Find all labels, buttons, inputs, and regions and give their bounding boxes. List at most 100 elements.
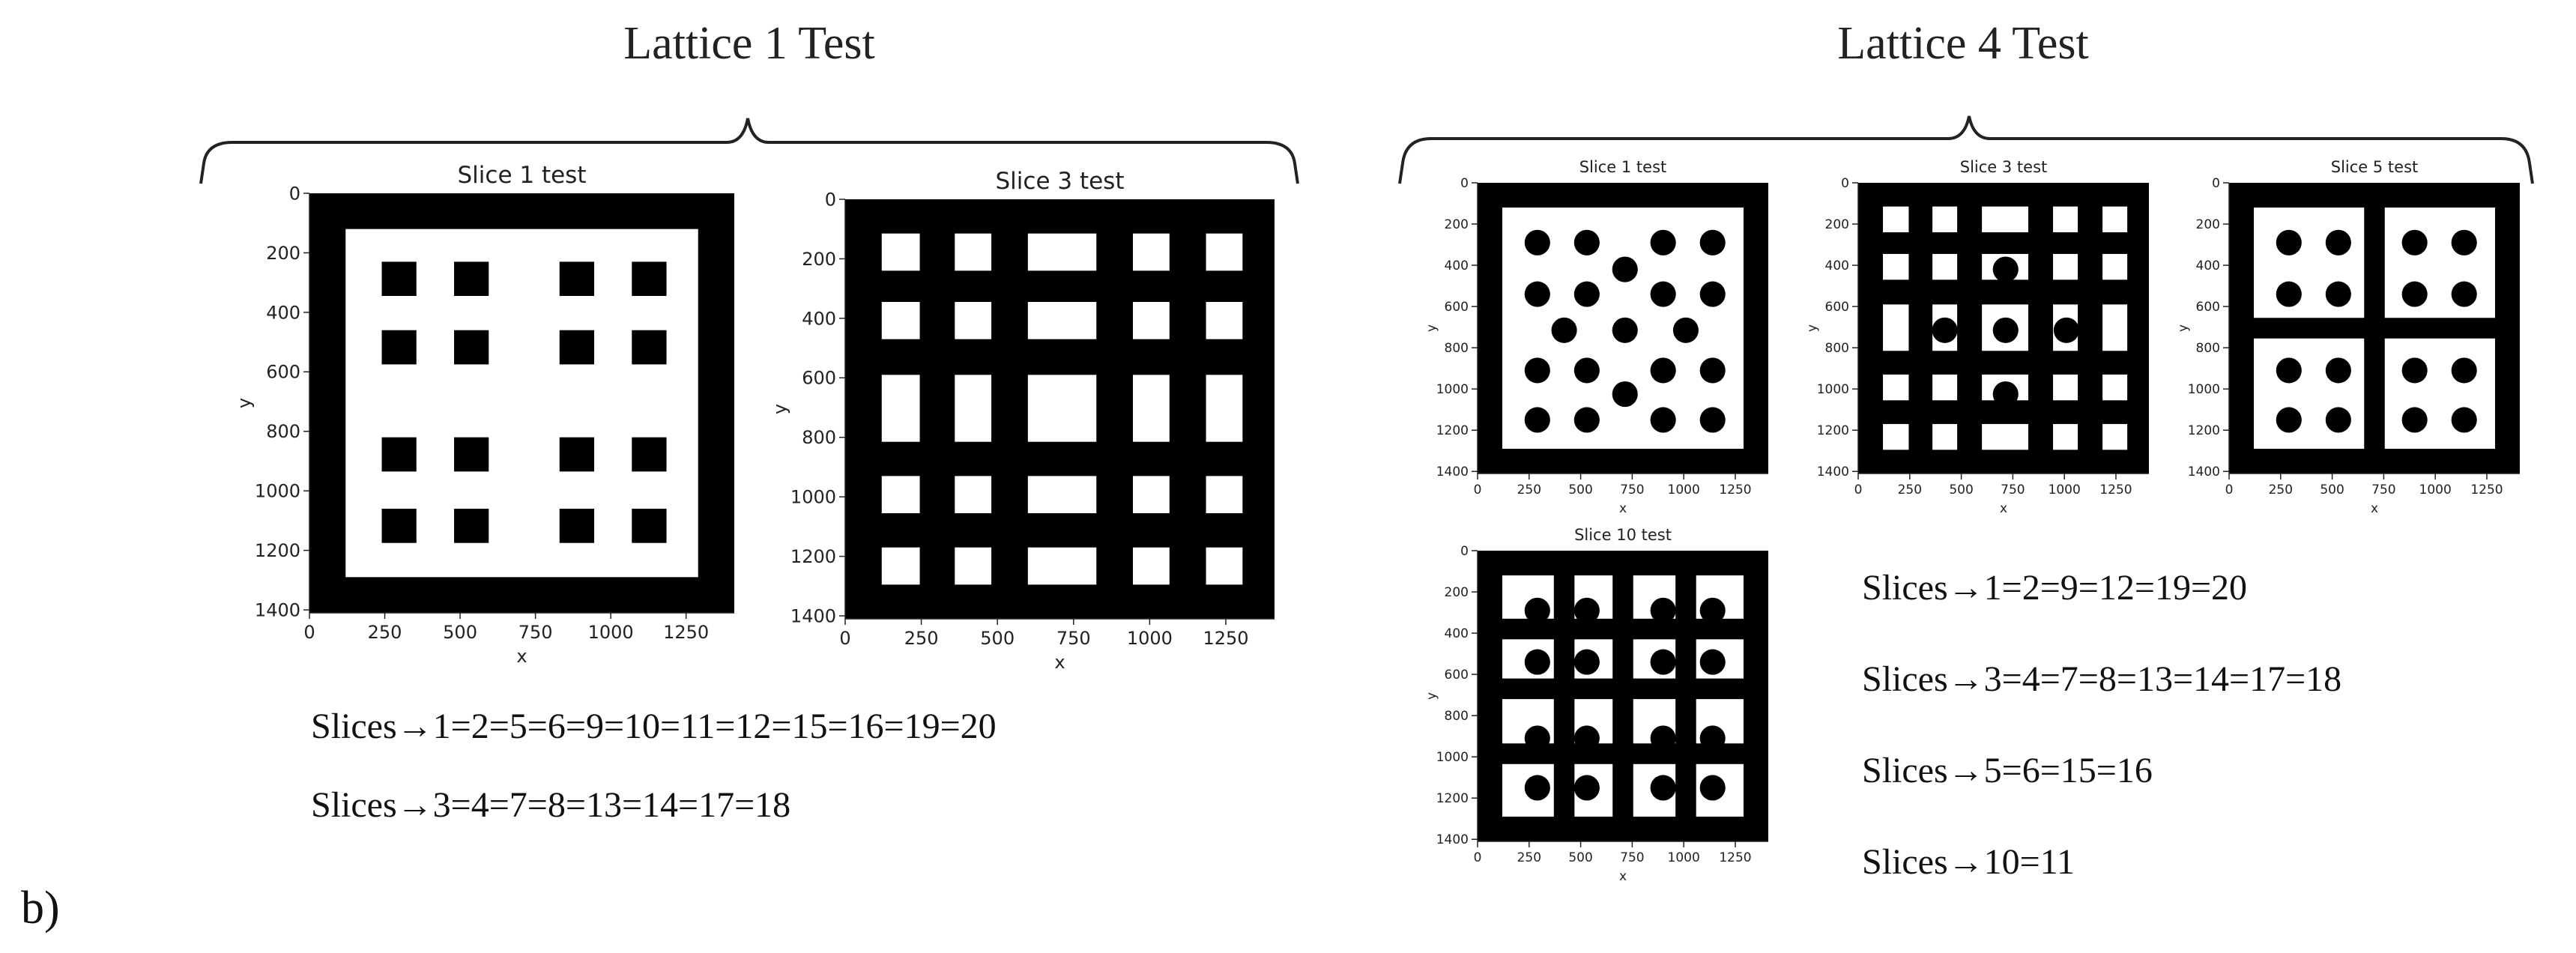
lattice-strut-circle <box>1992 317 2019 343</box>
x-tick-label: 500 <box>980 628 1015 649</box>
y-axis-label: y <box>1424 692 1439 700</box>
lattice-strut-circle <box>1524 229 1550 255</box>
lattice-strut-circle <box>1612 381 1638 408</box>
lattice-void-region <box>1133 547 1170 585</box>
lattice-void-region <box>2254 338 2365 449</box>
x-axis-label: x <box>1619 501 1627 516</box>
y-tick-label: 600 <box>1445 300 1469 315</box>
lattice-void-region <box>2102 304 2128 351</box>
x-tick-label: 1000 <box>1668 482 1700 497</box>
lattice-strut-circle <box>1650 357 1676 384</box>
lattice-void-region <box>2384 208 2495 318</box>
lattice-strut-square <box>632 437 667 472</box>
lattice-strut-circle <box>1551 317 1577 343</box>
lattice-strut-circle <box>1524 649 1550 675</box>
lattice-void-region <box>955 233 992 271</box>
x-tick-label: 1000 <box>1668 850 1700 865</box>
lattice-strut-circle <box>2325 229 2351 255</box>
y-tick-label: 1000 <box>255 481 300 502</box>
lattice-strut-circle <box>2325 281 2351 307</box>
y-tick-label: 600 <box>2196 300 2220 315</box>
x-tick-label: 0 <box>2225 482 2234 497</box>
y-tick-label: 0 <box>1460 176 1469 191</box>
lattice-strut-circle <box>2276 357 2302 384</box>
lattice-strut-circle <box>1573 229 1600 255</box>
x-tick-label: 750 <box>2371 482 2395 497</box>
group-title-lattice-1: Lattice 1 Test <box>623 18 874 69</box>
lattice-void-region <box>1133 302 1170 339</box>
x-tick-label: 0 <box>1854 482 1863 497</box>
lattice-void-region <box>881 233 920 271</box>
lattice-void-region <box>955 302 992 339</box>
lattice-void-region <box>1883 423 1909 450</box>
lattice-strut-circle <box>1573 281 1600 307</box>
lattice-strut-square <box>559 330 595 365</box>
lattice-void-region <box>881 547 920 585</box>
y-axis-label: y <box>2176 324 2191 332</box>
lattice-strut-circle <box>2451 281 2477 307</box>
lattice-strut-circle <box>1612 317 1638 343</box>
lattice-strut-circle <box>1699 725 1726 751</box>
lattice-strut-circle <box>1612 256 1638 282</box>
y-axis-label: y <box>1805 324 1820 332</box>
y-tick-label: 1000 <box>790 487 836 508</box>
lattice-strut-square <box>632 508 667 543</box>
x-tick-label: 0 <box>1474 850 1482 865</box>
lattice-strut-circle <box>1650 775 1676 801</box>
y-tick-label: 400 <box>1445 626 1469 641</box>
lattice-strut-circle <box>2276 229 2302 255</box>
lattice-void-region <box>1883 304 1909 351</box>
lattice-strut-circle <box>1650 229 1676 255</box>
slice-equivalence-1: Slices→1=2=5=6=9=10=11=12=15=16=19=20 <box>311 707 997 746</box>
y-tick-label: 200 <box>1445 217 1469 232</box>
x-axis-label: x <box>516 646 527 667</box>
lattice-strut-circle <box>1699 229 1726 255</box>
lattice-strut-circle <box>2401 229 2428 255</box>
lattice-void-region <box>1133 375 1170 442</box>
y-tick-label: 400 <box>802 308 836 329</box>
x-tick-label: 1250 <box>1203 628 1248 649</box>
lattice-strut-circle <box>1650 407 1676 433</box>
y-tick-label: 1000 <box>2188 382 2220 397</box>
lattice-void-region <box>881 476 920 514</box>
x-tick-label: 1250 <box>1719 482 1751 497</box>
y-tick-label: 1400 <box>790 605 836 626</box>
y-tick-label: 1400 <box>255 599 300 620</box>
y-tick-label: 200 <box>2196 217 2220 232</box>
x-tick-label: 500 <box>1568 482 1592 497</box>
lattice-void-region <box>2053 423 2078 450</box>
y-tick-label: 800 <box>1445 341 1469 356</box>
lattice-strut-circle <box>2451 229 2477 255</box>
y-tick-label: 800 <box>266 421 300 442</box>
lattice-strut-circle <box>1573 725 1600 751</box>
lattice-strut-square <box>559 437 595 472</box>
lattice-strut-square <box>381 508 417 543</box>
x-tick-label: 1000 <box>1127 628 1173 649</box>
x-tick-label: 500 <box>1568 850 1592 865</box>
x-tick-label: 250 <box>2269 482 2293 497</box>
x-tick-label: 750 <box>1056 628 1091 649</box>
x-axis-label: x <box>1619 869 1627 884</box>
y-tick-label: 600 <box>266 362 300 383</box>
lattice-void-region <box>1206 302 1243 339</box>
lattice-void-region <box>1932 374 1958 401</box>
x-tick-label: 1000 <box>588 622 634 643</box>
lattice-strut-circle <box>1573 775 1600 801</box>
lattice-void-region <box>881 302 920 339</box>
lattice-void-region <box>1027 233 1097 271</box>
slice-equivalence-2: Slices→3=4=7=8=13=14=17=18 <box>311 785 790 825</box>
y-axis-label: y <box>234 398 255 408</box>
x-tick-label: 0 <box>839 628 850 649</box>
y-tick-label: 400 <box>266 302 300 323</box>
x-tick-label: 250 <box>1517 850 1541 865</box>
brace-lattice-1 <box>199 118 1299 184</box>
lattice-void-region <box>955 547 992 585</box>
y-tick-label: 1000 <box>1436 382 1469 397</box>
lattice-void-region <box>1027 476 1097 514</box>
y-tick-label: 1000 <box>1436 750 1469 765</box>
lattice-strut-square <box>454 261 489 297</box>
panel-title: Slice 1 test <box>1579 158 1667 176</box>
